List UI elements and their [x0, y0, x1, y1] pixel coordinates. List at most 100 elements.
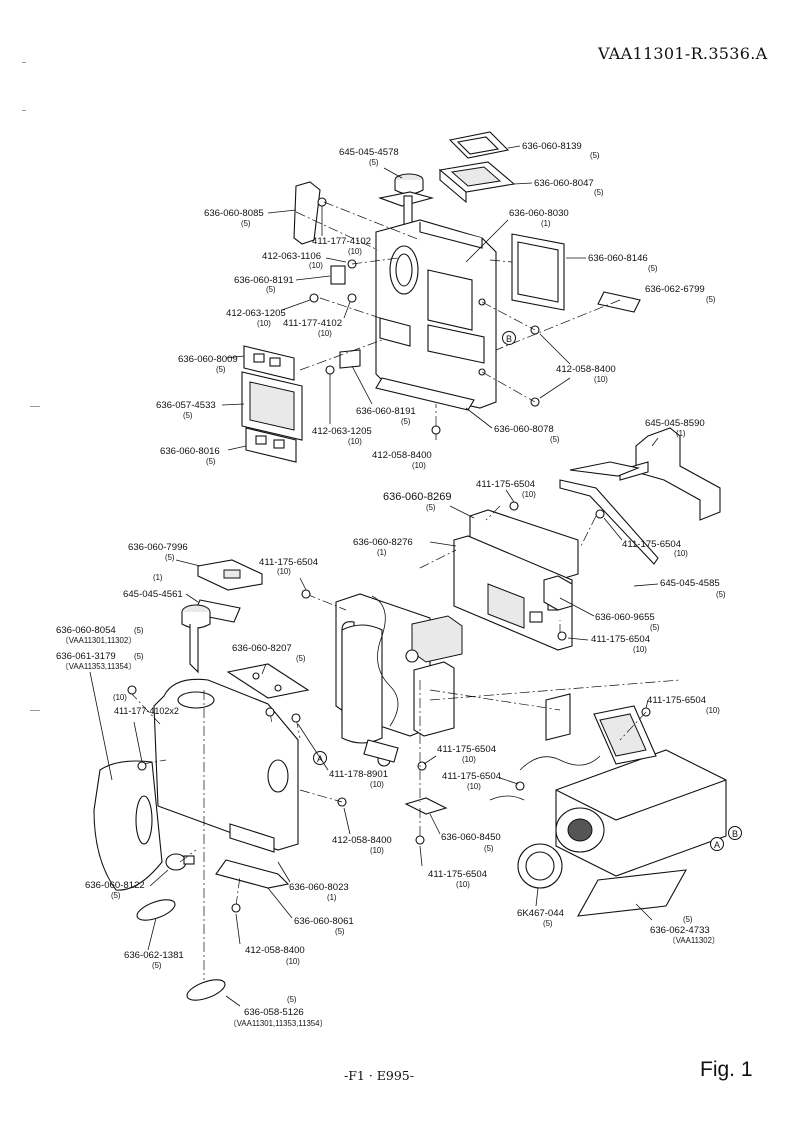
- callout-qty: (10): [462, 755, 476, 764]
- callout-qty: (5): [206, 457, 216, 466]
- callout-qty: (5): [426, 503, 436, 512]
- board-assembly-drawing: [419, 427, 721, 651]
- reference-marker-A-right: A: [710, 837, 724, 851]
- callout-part-number: 645-045-4585: [660, 578, 720, 589]
- callout-part-number: 411-175-6504: [622, 539, 682, 550]
- callout-qty: (5): [335, 927, 345, 936]
- callout-qty: (5): [266, 285, 276, 294]
- part-636-060-8122: [165, 853, 195, 871]
- callout-part-number: 411-177-4102: [283, 318, 342, 329]
- callout-part-number: 636-060-8122: [85, 880, 145, 891]
- part-636-060-8061: [215, 859, 290, 889]
- callout-part-number: 645-045-8590: [645, 418, 705, 429]
- callout-qty: (10): [412, 461, 426, 470]
- part-636-060-9655: [543, 575, 573, 611]
- callout-qty: (5): [594, 188, 604, 197]
- callout-qty: (5): [590, 151, 600, 160]
- reference-marker-B-top: B: [502, 331, 516, 345]
- callout-qty: (5): [484, 844, 494, 853]
- callout-part-number: 636-058-5126: [244, 1007, 304, 1018]
- callout-variants: 〔VAA11302〕: [668, 936, 720, 945]
- figure-label: Fig. 1: [700, 1058, 753, 1081]
- callout-qty: (1): [153, 573, 163, 582]
- part-636-060-8207: [226, 663, 310, 699]
- part-636-060-8276: [453, 535, 573, 651]
- callout-part-number: 411-175-6504: [428, 869, 488, 880]
- callout-qty: (10): [456, 880, 470, 889]
- svg-text:A: A: [317, 754, 323, 764]
- callout-qty: (5): [241, 219, 251, 228]
- callout-part-number: 411-175-6504: [259, 557, 319, 568]
- part-636-062-1381: [136, 899, 176, 921]
- callout-qty: (10): [594, 375, 608, 384]
- callout-qty: (10): [113, 693, 127, 702]
- callout-part-number: 636-062-4733: [650, 925, 710, 936]
- callout-part-number: 6K467-044: [517, 908, 565, 919]
- callout-part-number: 411-177-4102x2: [114, 706, 179, 716]
- callout-part-number: 412-058-8400: [332, 835, 392, 846]
- callout-qty: (5): [111, 891, 121, 900]
- callout-part-number: 412-058-8400: [372, 450, 432, 461]
- part-636-062-4733: [577, 869, 687, 917]
- callout-qty: (5): [134, 626, 144, 635]
- callout-qty: (10): [318, 329, 332, 338]
- callout-part-number: 636-060-8016: [160, 446, 220, 457]
- callout-qty: (5): [706, 295, 716, 304]
- callout-part-number: 636-060-8085: [204, 208, 264, 219]
- callout-part-number: 411-175-6504: [476, 479, 536, 490]
- callout-part-number: 412-058-8400: [556, 364, 616, 375]
- margin-mark: [22, 110, 26, 111]
- callout-part-number: 636-060-8450: [441, 832, 501, 843]
- callout-part-number: 636-062-6799: [645, 284, 705, 295]
- part-636-060-8146: [511, 233, 565, 311]
- callout-part-number: 645-045-4578: [339, 147, 399, 158]
- callout-qty: (5): [183, 411, 193, 420]
- callout-qty: (10): [674, 549, 688, 558]
- callout-part-number: 636-060-8061: [294, 916, 354, 927]
- callout-part-number: 636-060-8023: [289, 882, 349, 893]
- callout-qty: (5): [165, 553, 175, 562]
- callout-qty: (10): [286, 957, 300, 966]
- margin-mark: [30, 710, 40, 711]
- callout-qty: (5): [287, 995, 297, 1004]
- part-636-060-8009: [243, 345, 295, 381]
- callout-part-number: 636-060-8207: [232, 643, 292, 654]
- part-645-045-4561: [181, 599, 241, 674]
- part-636-058-5126: [186, 979, 226, 1001]
- part-636-060-8191: [330, 265, 346, 285]
- callout-part-number: 636-060-8054: [56, 625, 116, 636]
- callout-qty: (5): [648, 264, 658, 273]
- callout-part-number: 412-063-1106: [262, 251, 321, 262]
- callout-qty: (10): [348, 437, 362, 446]
- callout-part-number: 636-060-8009: [178, 354, 238, 365]
- callout-part-number: 411-177-4102: [312, 236, 371, 247]
- callout-part-number: 636-060-8269: [383, 491, 452, 503]
- callout-qty: (5): [369, 158, 379, 167]
- svg-text:B: B: [732, 829, 738, 839]
- callout-part-number: 636-060-8078: [494, 424, 554, 435]
- svg-text:B: B: [506, 334, 512, 344]
- part-636-060-8085: [293, 181, 321, 245]
- callout-qty: (1): [377, 548, 387, 557]
- callout-qty: (5): [716, 590, 726, 599]
- callout-qty: (5): [152, 961, 162, 970]
- callout-part-number: 411-175-6504: [647, 695, 707, 706]
- callout-qty: (10): [277, 567, 291, 576]
- part-636-060-8030: [375, 219, 497, 409]
- callout-variants: 〔VAA11301,11353,11354〕: [229, 1019, 327, 1028]
- callout-qty: (5): [134, 652, 144, 661]
- svg-text:A: A: [714, 840, 720, 850]
- callout-part-number: 636-060-8191: [234, 275, 294, 286]
- callout-part-number: 411-175-6504: [442, 771, 502, 782]
- callout-qty: (5): [296, 654, 306, 663]
- reference-marker-B-right: B: [728, 826, 742, 840]
- callout-part-number: 645-045-4561: [123, 589, 183, 600]
- part-636-057-4533: [241, 371, 303, 441]
- callout-part-number: 636-060-8139: [522, 141, 582, 152]
- margin-mark: [22, 62, 26, 63]
- callout-qty: (10): [522, 490, 536, 499]
- callout-qty: (1): [676, 429, 686, 438]
- page-footer: -F1 · E995-: [344, 1068, 414, 1083]
- callout-qty: (1): [327, 893, 337, 902]
